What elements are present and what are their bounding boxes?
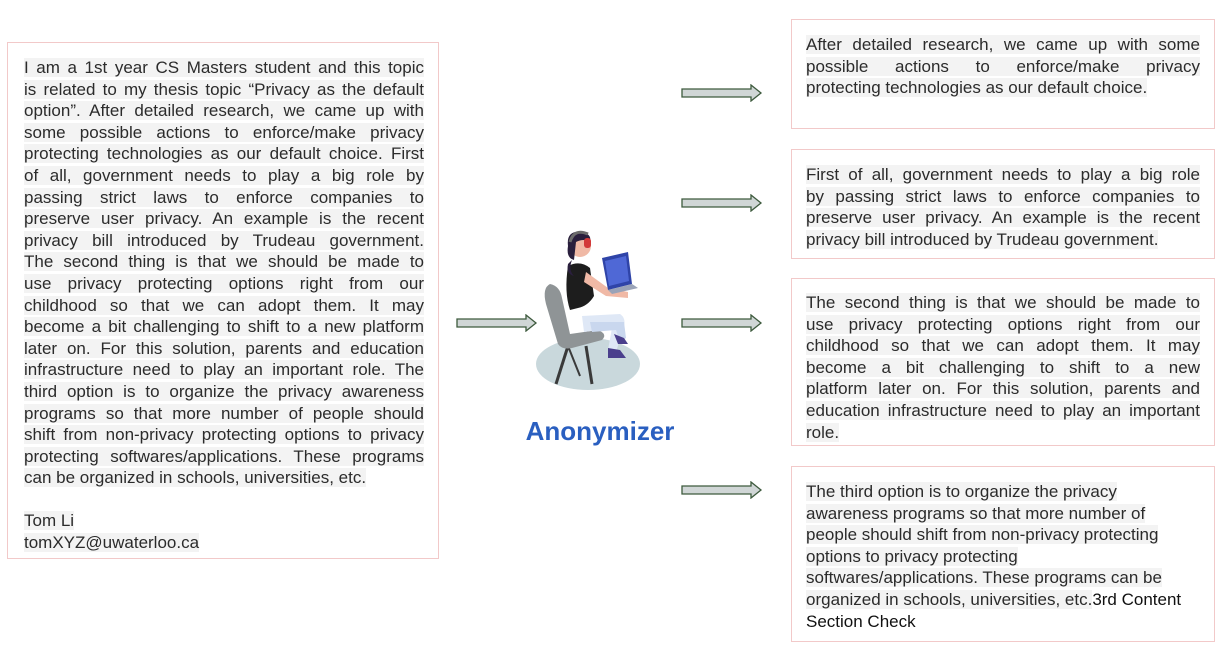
output-line: The third option is to organize the priv… <box>806 482 1117 501</box>
output-box-1: After detailed research, we came up with… <box>791 19 1215 129</box>
author-name: Tom Li <box>24 511 75 531</box>
source-line: programs so that more number of people s… <box>24 403 424 423</box>
output-line: options to privacy protecting <box>806 546 1018 566</box>
person-at-laptop-icon <box>536 230 640 390</box>
source-line: childhood so that we can adopt them. It … <box>24 295 424 315</box>
output-arrow-icon <box>681 314 763 332</box>
source-line: later on. For this solution, parents and… <box>24 338 424 358</box>
source-line: protecting softwares/applications. These… <box>24 446 424 466</box>
output-line: people should shift from non-privacy pro… <box>806 525 1159 545</box>
anonymizer-label: Anonymizer <box>525 416 675 446</box>
output-line: After detailed research, we came up with… <box>806 35 1200 54</box>
source-line: I am a 1st year CS Masters student and t… <box>24 58 424 77</box>
source-line: privacy bill introduced by Trudeau gover… <box>24 230 424 250</box>
source-line: The second thing is that we should be ma… <box>24 252 424 272</box>
check-trailer: Section Check <box>806 611 916 631</box>
source-line: option”. After detailed research, we cam… <box>24 101 424 121</box>
output-text-1: After detailed research, we came up with… <box>806 34 1200 99</box>
source-text-box: I am a 1st year CS Masters student and t… <box>7 42 439 559</box>
output-line: role. <box>806 422 840 442</box>
source-line: preserve user privacy. An example is the… <box>24 209 424 229</box>
output-line: use privacy protecting options right fro… <box>806 314 1200 334</box>
source-text: I am a 1st year CS Masters student and t… <box>24 57 424 489</box>
output-line: privacy bill introduced by Trudeau gover… <box>806 229 1159 249</box>
source-line: become a bit challenging to shift to a n… <box>24 317 424 337</box>
output-line: Section Check <box>806 611 1200 633</box>
output-line: platform later on. For this solution, pa… <box>806 379 1200 399</box>
output-text-2: First of all, government needs to play a… <box>806 164 1200 250</box>
output-box-3: The second thing is that we should be ma… <box>791 278 1215 446</box>
source-line: passing strict laws to enforce companies… <box>24 187 424 207</box>
source-line: of all, government needs to play a big r… <box>24 165 424 185</box>
output-line: childhood so that we can adopt them. It … <box>806 336 1200 356</box>
output-box-2: First of all, government needs to play a… <box>791 149 1215 259</box>
output-arrow-icon <box>681 84 763 102</box>
check-suffix: 3rd Content <box>1092 589 1182 609</box>
output-arrow-icon <box>681 481 763 499</box>
output-line: preserve user privacy. An example is the… <box>806 208 1200 228</box>
output-text-3: The second thing is that we should be ma… <box>806 292 1200 443</box>
source-line: is related to my thesis topic “Privacy a… <box>24 79 424 99</box>
source-line: some possible actions to enforce/make pr… <box>24 122 424 142</box>
output-line: The second thing is that we should be ma… <box>806 293 1200 312</box>
source-line: use privacy protecting options right fro… <box>24 273 424 293</box>
output-line: First of all, government needs to play a… <box>806 165 1200 184</box>
source-line: protecting technologies as our default c… <box>24 144 424 164</box>
output-line: protecting technologies as our default c… <box>806 78 1148 98</box>
output-line: by passing strict laws to enforce compan… <box>806 186 1200 206</box>
output-line: softwares/applications. These programs c… <box>806 568 1162 588</box>
input-arrow-icon <box>456 314 538 332</box>
output-line: education infrastructure need to play an… <box>806 400 1200 420</box>
output-line: become a bit challenging to shift to a n… <box>806 357 1200 377</box>
author-email: tomXYZ@uwaterloo.ca <box>24 533 200 553</box>
output-line: possible actions to enforce/make privacy <box>806 56 1200 76</box>
source-line: third option is to organize the privacy … <box>24 381 424 401</box>
source-line: can be organized in schools, universitie… <box>24 468 367 488</box>
output-box-4: The third option is to organize the priv… <box>791 466 1215 642</box>
output-text-4: The third option is to organize the priv… <box>806 481 1200 632</box>
output-line: organized in schools, universities, etc.… <box>806 589 1182 609</box>
output-line: awareness programs so that more number o… <box>806 503 1146 523</box>
output-arrow-icon <box>681 194 763 212</box>
source-line: shift from non-privacy protecting option… <box>24 425 424 445</box>
signature: Tom Li tomXYZ@uwaterloo.ca <box>24 510 424 553</box>
source-line: infrastructure need to play an important… <box>24 360 424 380</box>
